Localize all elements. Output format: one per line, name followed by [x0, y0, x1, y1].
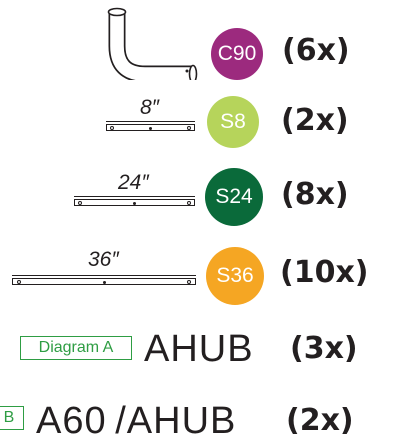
part-badge-c90: C90 — [211, 28, 263, 80]
part-badge-s36: S36 — [206, 247, 264, 305]
part-quantity: (8x) — [281, 177, 349, 212]
part-code: S8 — [220, 110, 246, 133]
part-quantity: (2x) — [281, 103, 349, 138]
diagram-a-label: Diagram A — [20, 336, 132, 360]
part-quantity: (10x) — [280, 255, 369, 290]
part-code: S36 — [216, 264, 254, 287]
dimension-line — [106, 121, 195, 122]
hub-quantity: (2x) — [286, 403, 354, 438]
strut-length-label: 8″ — [140, 96, 160, 119]
strut-length-label: 24″ — [118, 171, 149, 194]
hub-name: A60 /AHUB — [36, 400, 237, 442]
part-quantity: (6x) — [282, 33, 350, 68]
part-code: C90 — [217, 42, 257, 65]
part-badge-s24: S24 — [205, 168, 263, 226]
strut-length-label: 36″ — [88, 248, 119, 271]
part-code: S24 — [215, 185, 253, 208]
short-strut-icon — [106, 124, 195, 131]
dimension-line — [74, 196, 195, 197]
long-strut-icon — [12, 278, 196, 285]
hub-quantity: (3x) — [290, 331, 358, 366]
hub-name: AHUB — [144, 328, 254, 370]
elbow-pipe-icon — [107, 7, 198, 80]
dimension-line — [12, 275, 196, 276]
medium-strut-icon — [74, 199, 195, 206]
part-badge-s8: S8 — [207, 96, 259, 148]
diagram-b-label: B — [0, 406, 24, 430]
